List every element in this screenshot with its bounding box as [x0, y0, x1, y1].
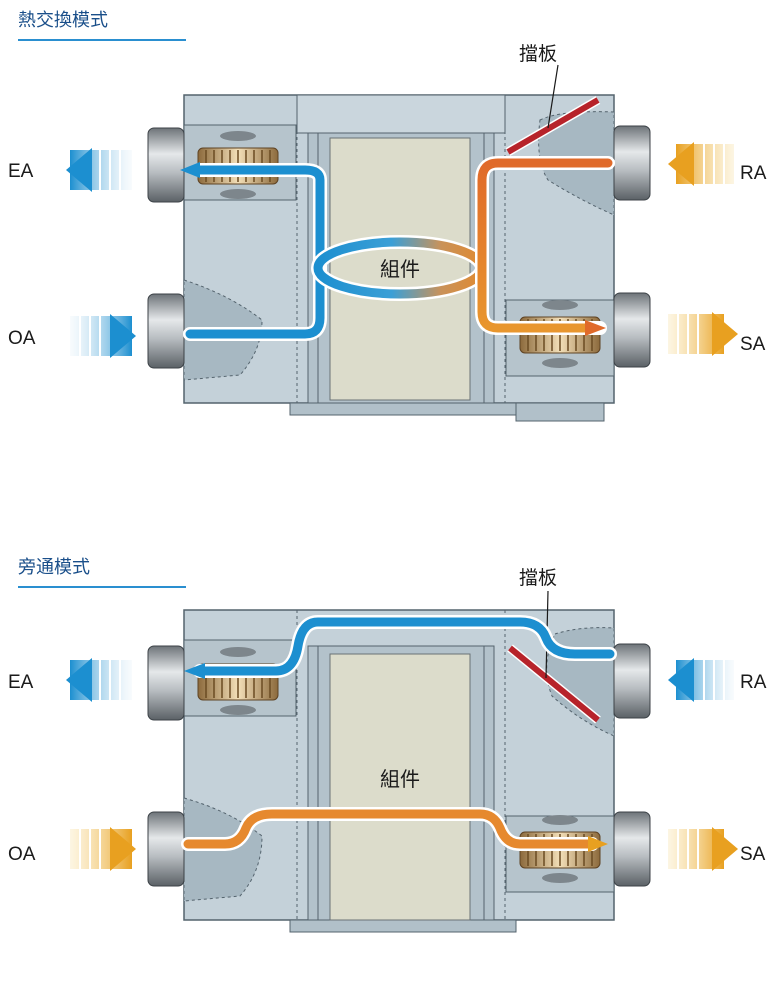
damper-label: 擋板 [519, 43, 557, 65]
core-label: 組件 [380, 768, 420, 791]
port-oa-label: OA [8, 328, 36, 349]
port-ra-label: RA [740, 163, 767, 184]
damper-label: 擋板 [519, 567, 557, 589]
port-oa-label: OA [8, 844, 36, 865]
port-ea-label: EA [8, 161, 34, 182]
core-label: 組件 [380, 258, 420, 281]
port-sa-label: SA [740, 844, 766, 865]
bypass-diagram: 組件 擋板 EA OA RA SA [0, 546, 776, 1006]
heat-exchange-title: 熱交換模式 [18, 6, 108, 32]
port-ra-label: RA [740, 672, 767, 693]
heat-exchange-diagram: 組件 擋板 EA OA RA SA [0, 30, 776, 490]
port-sa-label: SA [740, 334, 766, 355]
port-ea-label: EA [8, 672, 34, 693]
